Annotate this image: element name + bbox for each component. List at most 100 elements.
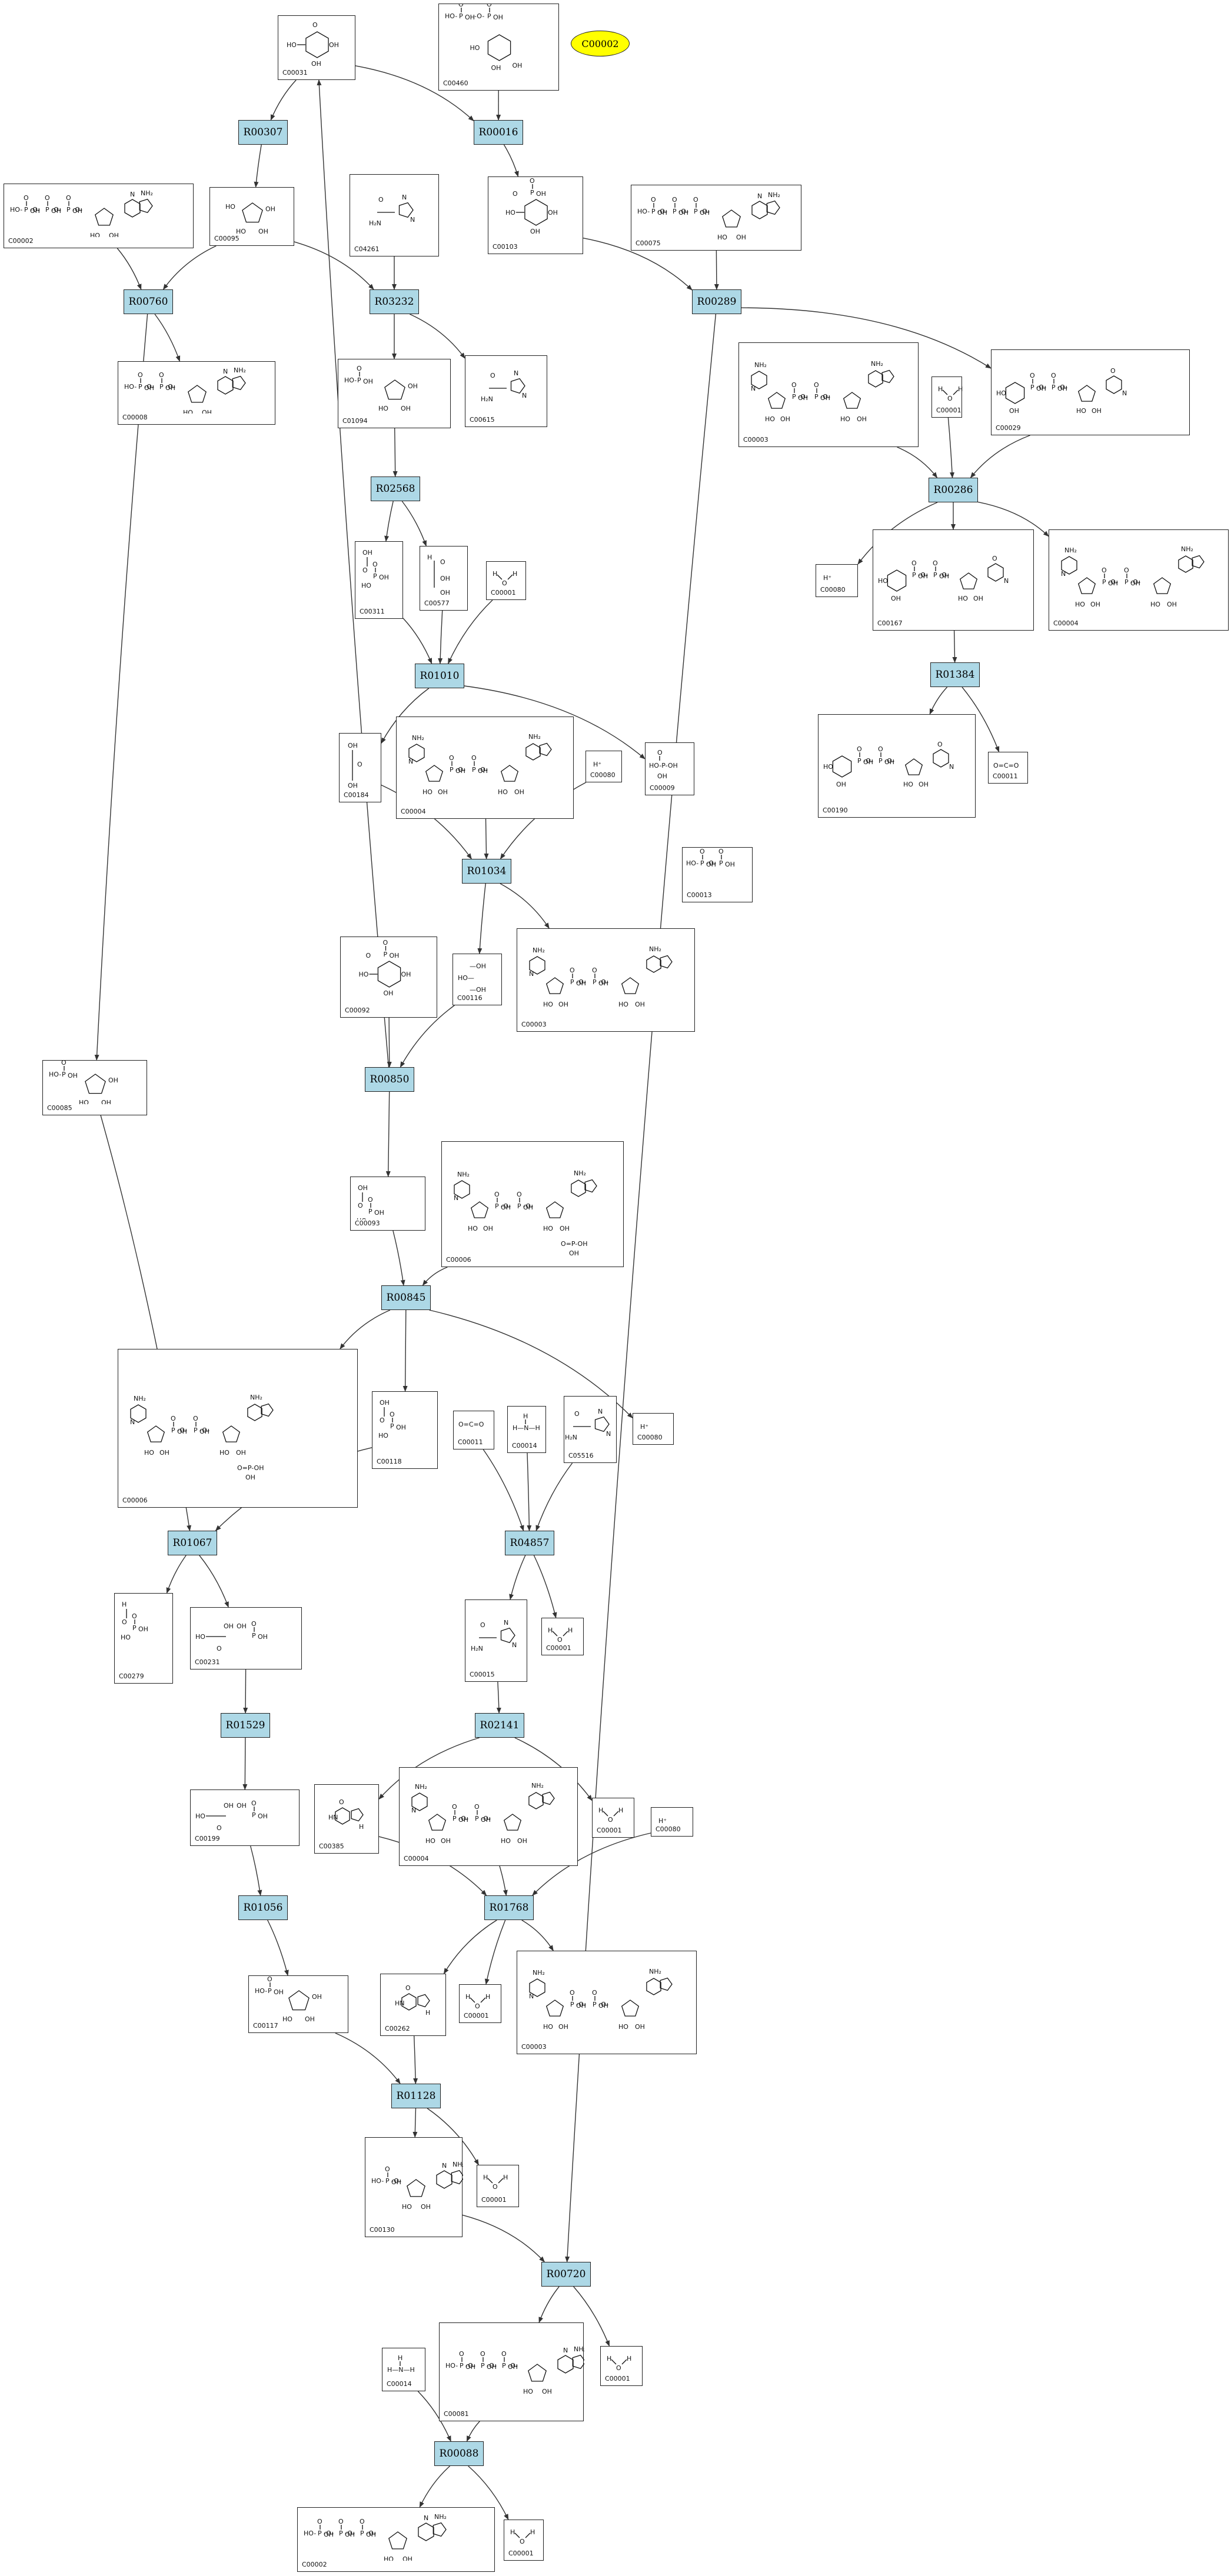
compound-id-label: C00075 bbox=[636, 239, 661, 247]
reaction-node-r01529[interactable]: R01529 bbox=[221, 1713, 270, 1738]
reaction-node-r01384[interactable]: R01384 bbox=[930, 662, 980, 687]
svg-text:-O-: -O- bbox=[391, 2177, 401, 2185]
reaction-node-r01067[interactable]: R01067 bbox=[168, 1531, 217, 1555]
reaction-node-r03232[interactable]: R03232 bbox=[370, 289, 419, 314]
svg-text:OH: OH bbox=[224, 1622, 234, 1630]
reaction-node-r04857[interactable]: R04857 bbox=[505, 1531, 554, 1555]
compound-box-c00080[interactable]: H⁺C00080 bbox=[585, 751, 622, 782]
svg-text:HO-: HO- bbox=[255, 1987, 267, 1995]
reaction-node-r02568[interactable]: R02568 bbox=[371, 476, 420, 501]
svg-text:-O-: -O- bbox=[345, 2530, 355, 2537]
compound-id-label: C00006 bbox=[446, 1256, 471, 1264]
highlight-oval[interactable]: C00002 bbox=[571, 31, 630, 56]
compound-box-c00080[interactable]: H⁺C00080 bbox=[816, 564, 858, 597]
svg-text:OH: OH bbox=[548, 209, 558, 216]
svg-text:HO: HO bbox=[618, 1001, 628, 1008]
svg-text:OH: OH bbox=[918, 572, 928, 580]
compound-box-c00080[interactable]: H⁺C00080 bbox=[651, 1807, 693, 1837]
edge-arrow bbox=[378, 1737, 480, 1800]
reaction-node-r00088[interactable]: R00088 bbox=[434, 2441, 484, 2466]
reaction-node-r00286[interactable]: R00286 bbox=[929, 478, 978, 502]
reaction-node-r00016[interactable]: R00016 bbox=[474, 120, 523, 145]
compound-id-label: C00011 bbox=[993, 772, 1018, 780]
svg-text:N: N bbox=[130, 191, 135, 198]
reaction-node-r00720[interactable]: R00720 bbox=[541, 2262, 591, 2287]
svg-text:HO: HO bbox=[543, 1001, 553, 1008]
svg-text:O: O bbox=[362, 566, 368, 574]
reaction-node-r00307[interactable]: R00307 bbox=[238, 120, 288, 145]
reaction-node-r00845[interactable]: R00845 bbox=[381, 1285, 431, 1310]
svg-text:O: O bbox=[520, 2538, 525, 2545]
reaction-node-r02141[interactable]: R02141 bbox=[475, 1713, 524, 1738]
edge-arrow bbox=[417, 2391, 451, 2442]
reaction-node-r00760[interactable]: R00760 bbox=[124, 289, 173, 314]
reaction-node-r00850[interactable]: R00850 bbox=[365, 1067, 414, 1092]
compound-box-c00093[interactable]: OHOPOOHHOC00093 bbox=[350, 1177, 425, 1231]
reaction-node-r01034[interactable]: R01034 bbox=[462, 859, 511, 884]
reaction-node-r01056[interactable]: R01056 bbox=[238, 1895, 288, 1920]
reaction-node-r00289[interactable]: R00289 bbox=[692, 289, 741, 314]
svg-text:NH₂: NH₂ bbox=[134, 1395, 146, 1402]
reaction-node-r01010[interactable]: R01010 bbox=[415, 664, 464, 688]
svg-text:O: O bbox=[357, 761, 362, 768]
reaction-node-r01768[interactable]: R01768 bbox=[484, 1895, 534, 1920]
reaction-node-r01128[interactable]: R01128 bbox=[391, 2084, 441, 2108]
compound-box-c00080[interactable]: H⁺C00080 bbox=[633, 1413, 674, 1445]
svg-text:N: N bbox=[751, 385, 756, 392]
